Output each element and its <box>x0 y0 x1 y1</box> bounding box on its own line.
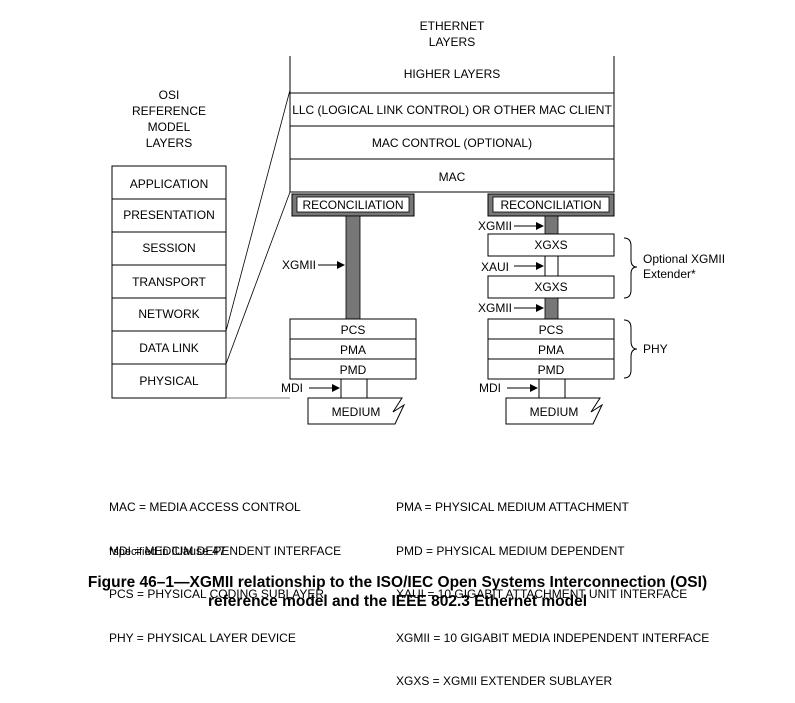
right-xgmii-bottom-label: XGMII <box>478 301 512 315</box>
left-mdi-label: MDI <box>281 381 303 395</box>
right-reconciliation: RECONCILIATION <box>500 198 601 212</box>
right-pcs: PCS <box>539 323 564 337</box>
right-xgmii-bottom-bar <box>544 297 559 320</box>
left-pcs: PCS <box>341 323 366 337</box>
legend-item: PMA = PHYSICAL MEDIUM ATTACHMENT <box>396 500 629 514</box>
left-xgmii-bar <box>345 215 361 320</box>
left-xgmii-label: XGMII <box>282 258 316 272</box>
legend-item: XGMII = 10 GIGABIT MEDIA INDEPENDENT INT… <box>396 630 710 645</box>
layer-diagram: ETHERNET LAYERS OSI REFERENCE MODEL LAYE… <box>111 19 725 425</box>
osi-layer-presentation: PRESENTATION <box>123 208 215 222</box>
extender-label-line1: Optional XGMII <box>643 252 725 266</box>
ethernet-header-line2: LAYERS <box>429 35 475 49</box>
ethernet-stack <box>289 56 615 193</box>
eth-mac-control: MAC CONTROL (OPTIONAL) <box>372 136 532 150</box>
extender-brace <box>623 237 638 299</box>
legend-left: MAC = MEDIA ACCESS CONTROL MDI = MEDIUM … <box>109 471 341 660</box>
legend-item: MAC = MEDIA ACCESS CONTROL <box>109 500 301 514</box>
osi-stack <box>111 165 227 399</box>
osi-layer-session: SESSION <box>142 241 195 255</box>
caption-line2: reference model and the IEEE 802.3 Ether… <box>207 593 588 610</box>
left-reconciliation: RECONCILIATION <box>302 198 403 212</box>
eth-mac: MAC <box>439 170 466 184</box>
left-reconciliation-box <box>291 193 415 217</box>
caption-line1: Figure 46–1—XGMII relationship to the IS… <box>87 574 708 591</box>
right-xgxs-top: XGXS <box>534 238 567 252</box>
legend-item: XGXS = XGMII EXTENDER SUBLAYER <box>396 674 613 688</box>
right-xaui-box <box>544 255 559 277</box>
mapping-lines <box>225 89 291 399</box>
osi-header-line4: LAYERS <box>146 136 192 150</box>
right-pma: PMA <box>538 343 564 357</box>
ethernet-header-line1: ETHERNET <box>420 19 485 33</box>
right-pmd: PMD <box>538 363 565 377</box>
right-xgmii-top-bar <box>544 215 559 235</box>
osi-layer-application: APPLICATION <box>130 177 208 191</box>
legend-item: MDI = MEDIUM DEPENDENT INTERFACE <box>109 543 342 558</box>
right-mdi-label: MDI <box>479 381 501 395</box>
footnote-prefix: *specified in <box>109 546 172 558</box>
left-medium: MEDIUM <box>332 405 381 419</box>
osi-layer-network: NETWORK <box>138 307 199 321</box>
right-xgmii-top-label: XGMII <box>478 219 512 233</box>
osi-layer-transport: TRANSPORT <box>132 275 206 289</box>
eth-llc: LLC (LOGICAL LINK CONTROL) OR OTHER MAC … <box>292 103 612 117</box>
legend-item: PMD = PHYSICAL MEDIUM DEPENDENT <box>396 543 625 558</box>
right-reconciliation-box <box>487 193 615 217</box>
figure-caption: Figure 46–1—XGMII relationship to the IS… <box>0 573 795 611</box>
extender-label-line2: Extender* <box>643 267 696 281</box>
left-phy-stack <box>289 318 417 399</box>
right-medium-shape <box>505 397 604 425</box>
osi-header-line1: OSI <box>159 88 180 102</box>
left-pmd: PMD <box>340 363 367 377</box>
osi-layer-data-link: DATA LINK <box>139 341 199 355</box>
osi-header-line3: MODEL <box>148 120 191 134</box>
legend-item: XAUI = 10 GIGABIT ATTACHMENT UNIT INTERF… <box>396 587 688 601</box>
phy-brace <box>623 319 638 379</box>
phy-label: PHY <box>643 342 668 356</box>
footnote-clause: Clause 47 <box>171 544 226 558</box>
eth-higher-layers: HIGHER LAYERS <box>404 67 500 81</box>
left-medium-shape <box>307 397 406 425</box>
osi-header-line2: REFERENCE <box>132 104 206 118</box>
legend-item: PHY = PHYSICAL LAYER DEVICE <box>109 630 296 645</box>
right-xgxs-bottom: XGXS <box>534 280 567 294</box>
right-xaui-label: XAUI <box>481 260 509 274</box>
osi-layer-physical: PHYSICAL <box>139 374 199 388</box>
legend-item: PCS = PHYSICAL CODING SUBLAYER <box>109 587 325 601</box>
footnote: *specified in Clause 47 <box>109 544 225 558</box>
left-pma: PMA <box>340 343 366 357</box>
right-medium: MEDIUM <box>530 405 579 419</box>
